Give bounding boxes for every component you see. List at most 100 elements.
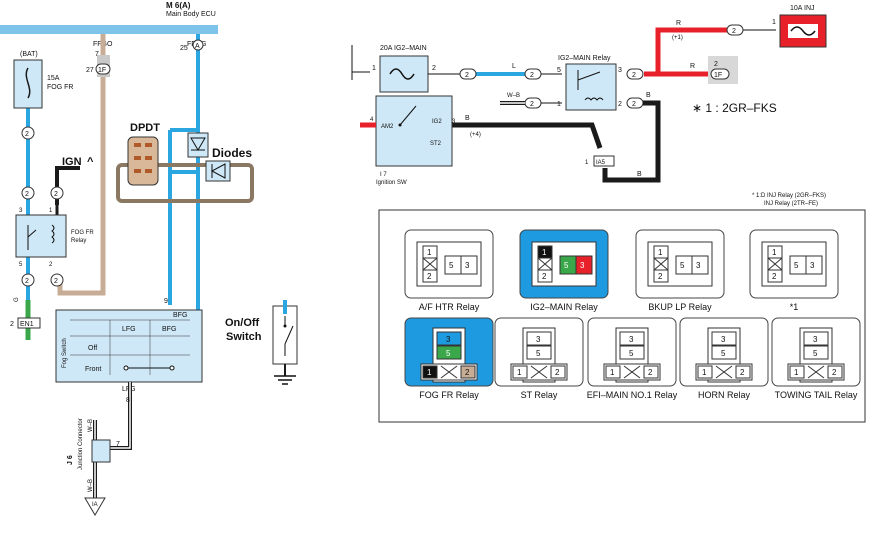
svg-text:(+1): (+1) bbox=[672, 35, 683, 41]
relay-name: BKUP LP Relay bbox=[648, 302, 712, 312]
svg-text:5: 5 bbox=[19, 262, 23, 268]
svg-text:5: 5 bbox=[446, 349, 451, 358]
svg-text:1: 1 bbox=[772, 248, 777, 257]
svg-text:B: B bbox=[465, 115, 470, 122]
svg-text:2: 2 bbox=[427, 272, 432, 281]
wire-tan-ffgo bbox=[57, 34, 106, 296]
relay-name: A/F HTR Relay bbox=[419, 302, 480, 312]
fuse-amp: 15A bbox=[47, 75, 60, 82]
svg-text:1: 1 bbox=[517, 368, 522, 377]
onoff-label-1: On/Off bbox=[225, 317, 260, 329]
svg-text:8: 8 bbox=[126, 397, 130, 404]
svg-text:5: 5 bbox=[680, 261, 685, 270]
connector-en1 bbox=[17, 317, 41, 329]
svg-text:EN1: EN1 bbox=[20, 321, 34, 328]
svg-text:2: 2 bbox=[49, 262, 53, 268]
svg-text:1: 1 bbox=[372, 65, 376, 72]
diode-1 bbox=[187, 132, 209, 158]
wire-black-ign bbox=[55, 166, 80, 205]
svg-text:2: 2 bbox=[618, 101, 622, 108]
svg-text:3: 3 bbox=[813, 335, 818, 344]
svg-text:2: 2 bbox=[658, 272, 663, 281]
svg-text:3: 3 bbox=[446, 335, 451, 344]
svg-text:1: 1 bbox=[702, 368, 707, 377]
left-connectors: 2 2 2 2 2 bbox=[21, 126, 64, 287]
coil-icon bbox=[51, 224, 55, 244]
wire-b bbox=[602, 100, 661, 183]
svg-text:Ignition SW: Ignition SW bbox=[376, 180, 407, 186]
svg-text:L: L bbox=[512, 63, 516, 70]
relay-label-2: Relay bbox=[71, 238, 86, 244]
row-front: Front bbox=[85, 366, 101, 373]
dpdt-label: DPDT bbox=[130, 122, 160, 134]
note-2gr-fks: ∗ 1 : 2GR–FKS bbox=[692, 101, 777, 115]
conn-ia5: IA5 bbox=[596, 160, 606, 166]
ecu-pin-7: 7 bbox=[95, 51, 99, 58]
fuse-inj-label: 10A INJ bbox=[790, 5, 815, 12]
svg-text:2: 2 bbox=[530, 72, 534, 79]
relay-label-1: FOG FR bbox=[71, 230, 94, 236]
pin-am2: AM2 bbox=[381, 124, 394, 130]
ignition-switch bbox=[375, 95, 453, 167]
fuse-ig2-main bbox=[379, 55, 429, 93]
col-lfg: LFG bbox=[122, 326, 136, 333]
svg-text:5: 5 bbox=[557, 67, 561, 74]
diode-icon bbox=[190, 137, 206, 151]
svg-text:2: 2 bbox=[25, 278, 29, 285]
bat-label: (BAT) bbox=[20, 51, 38, 58]
fog-fr-relay bbox=[15, 214, 67, 258]
fuse-ig2-label: 20A IG2–MAIN bbox=[380, 45, 427, 52]
relay-note-2: INJ Relay (2TR–FE) bbox=[764, 201, 818, 207]
relay-name: FOG FR Relay bbox=[419, 390, 479, 400]
svg-text:2: 2 bbox=[555, 368, 560, 377]
svg-text:I 7: I 7 bbox=[380, 172, 387, 178]
svg-text:7: 7 bbox=[116, 441, 120, 448]
relay-card: 3 5 1 2 ST Relay bbox=[494, 317, 584, 400]
svg-text:5: 5 bbox=[449, 261, 454, 270]
relay-name: ST Relay bbox=[521, 390, 558, 400]
ign-arrow-icon: ^ bbox=[87, 156, 94, 168]
svg-text:2: 2 bbox=[54, 278, 58, 285]
ecu-id: M 6(A) bbox=[166, 1, 191, 10]
svg-text:1: 1 bbox=[658, 248, 663, 257]
svg-text:3: 3 bbox=[810, 261, 815, 270]
svg-text:J 6: J 6 bbox=[67, 455, 74, 465]
svg-text:5: 5 bbox=[536, 349, 541, 358]
diodes-label: Diodes bbox=[212, 146, 252, 160]
svg-text:2: 2 bbox=[25, 131, 29, 138]
svg-text:2: 2 bbox=[714, 61, 718, 68]
svg-text:3: 3 bbox=[19, 208, 23, 214]
svg-text:2: 2 bbox=[740, 368, 745, 377]
svg-text:3: 3 bbox=[536, 335, 541, 344]
svg-text:1: 1 bbox=[49, 208, 53, 214]
svg-text:5: 5 bbox=[813, 349, 818, 358]
svg-text:BFG: BFG bbox=[173, 312, 187, 319]
svg-text:5: 5 bbox=[721, 349, 726, 358]
wire-red bbox=[644, 27, 727, 77]
ground-icon bbox=[84, 497, 106, 516]
svg-text:5: 5 bbox=[564, 261, 569, 270]
svg-text:(+4): (+4) bbox=[470, 132, 481, 138]
svg-text:2: 2 bbox=[10, 321, 14, 328]
svg-text:2: 2 bbox=[530, 101, 534, 108]
svg-text:2: 2 bbox=[648, 368, 653, 377]
svg-text:1: 1 bbox=[585, 160, 589, 166]
junction-j6 bbox=[91, 439, 111, 463]
relay-name: IG2–MAIN Relay bbox=[530, 302, 598, 312]
svg-text:Junction Connector: Junction Connector bbox=[78, 418, 84, 470]
svg-text:R: R bbox=[676, 20, 681, 27]
ecu-name: Main Body ECU bbox=[166, 11, 216, 18]
dpdt-switch bbox=[127, 136, 159, 186]
onoff-label-2: Switch bbox=[226, 331, 262, 343]
ecu-pin-25: 25 bbox=[180, 45, 188, 52]
svg-text:W–B: W–B bbox=[88, 479, 94, 492]
svg-text:B: B bbox=[637, 171, 642, 178]
ign-label: IGN bbox=[62, 156, 82, 168]
